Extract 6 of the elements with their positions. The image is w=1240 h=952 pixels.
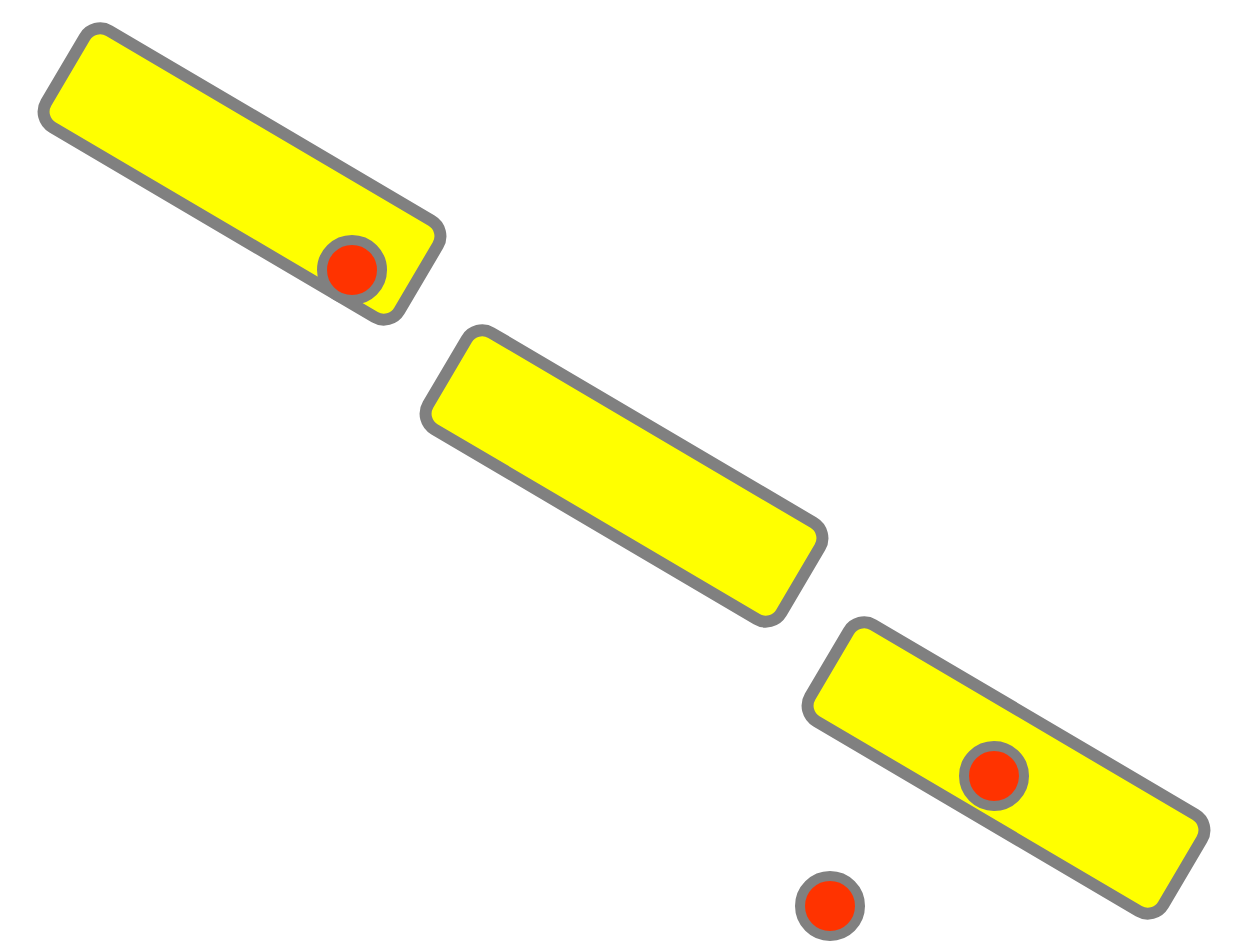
dot [959,740,1029,811]
rounded-bar [801,616,1211,920]
dot [795,870,865,941]
rounded-bar [37,22,447,326]
dot [317,234,387,305]
rounded-bar [419,324,829,628]
